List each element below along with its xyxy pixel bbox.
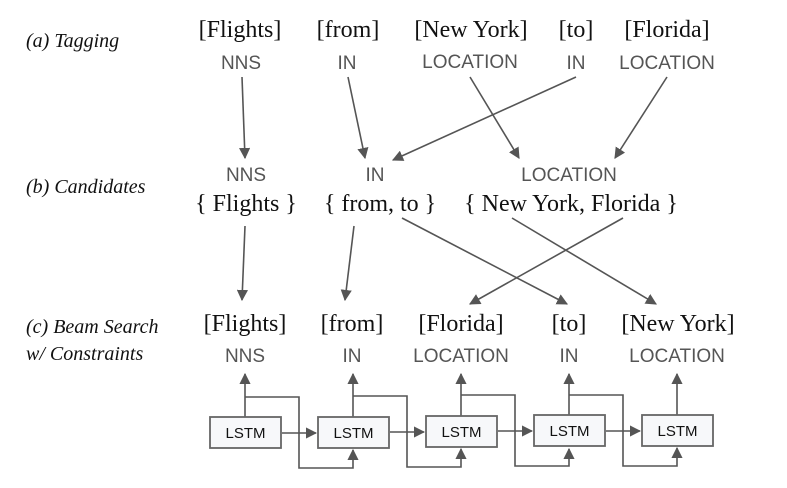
arrow-newyork-to-beam	[511, 217, 657, 305]
arrow-to-to-in	[391, 76, 577, 161]
lstm-cell-label: LSTM	[225, 425, 265, 442]
lstm-feedback-path	[245, 396, 359, 469]
lstm-chain: LSTM LSTM LSTM LSTM LSTM	[209, 372, 714, 469]
arrow-flights-to-beam	[236, 225, 249, 302]
beam-tag: IN	[343, 346, 362, 367]
row-label-tagging: (a) Tagging	[26, 30, 119, 52]
candidate-set: { Flights }	[195, 191, 297, 217]
tagging-tag: LOCATION	[422, 52, 518, 73]
lstm-feedback-path	[353, 395, 467, 468]
arrow-florida-to-beam	[469, 217, 624, 305]
tagging-tag: NNS	[221, 53, 261, 74]
row-label-beam-1: (c) Beam Search	[26, 316, 159, 338]
candidate-tag: NNS	[226, 165, 266, 186]
beam-tag: LOCATION	[629, 346, 725, 367]
tagging-word: [Flights]	[199, 17, 282, 43]
tagging-word: [New York]	[414, 17, 527, 43]
tagging-word: [Florida]	[624, 17, 709, 43]
arrow-from-to-in	[347, 76, 369, 160]
row-label-beam-2: w/ Constraints	[26, 343, 143, 365]
lstm-cell-label: LSTM	[657, 423, 697, 440]
lstm-feedback-path	[461, 394, 575, 467]
beam-tag: IN	[560, 346, 579, 367]
row-label-candidates: (b) Candidates	[26, 176, 146, 198]
arrow-from-to-beam	[340, 225, 355, 302]
arrow-to-to-beam	[401, 217, 568, 305]
tagging-tag: LOCATION	[619, 53, 715, 74]
tagging-word: [from]	[317, 17, 380, 43]
arrow-florida-to-location	[614, 76, 668, 159]
beam-word: [Flights]	[204, 311, 287, 337]
lstm-cell	[641, 414, 714, 447]
lstm-cell	[209, 416, 282, 449]
beam-tag: NNS	[225, 346, 265, 367]
beam-tag: LOCATION	[413, 346, 509, 367]
tagging-tag: IN	[567, 53, 586, 74]
candidate-set: { New York, Florida }	[464, 191, 678, 217]
tagging-word: [to]	[559, 17, 594, 43]
beam-word: [from]	[321, 311, 384, 337]
candidate-tag: IN	[366, 165, 385, 186]
beam-word: [to]	[552, 311, 587, 337]
lstm-cell	[317, 416, 390, 449]
beam-word: [Florida]	[418, 311, 503, 337]
lstm-cell	[533, 414, 606, 447]
candidate-set: { from, to }	[324, 191, 436, 217]
beam-word: [New York]	[621, 311, 734, 337]
arrow-nns-to-nns	[239, 76, 251, 160]
arrow-newyork-to-location	[469, 76, 520, 159]
tagging-tag: IN	[338, 53, 357, 74]
lstm-cell	[425, 415, 498, 448]
lstm-cell-label: LSTM	[333, 425, 373, 442]
lstm-cell-label: LSTM	[441, 424, 481, 441]
lstm-cell-label: LSTM	[549, 423, 589, 440]
lstm-feedback-path	[569, 394, 683, 467]
candidate-tag: LOCATION	[521, 165, 617, 186]
